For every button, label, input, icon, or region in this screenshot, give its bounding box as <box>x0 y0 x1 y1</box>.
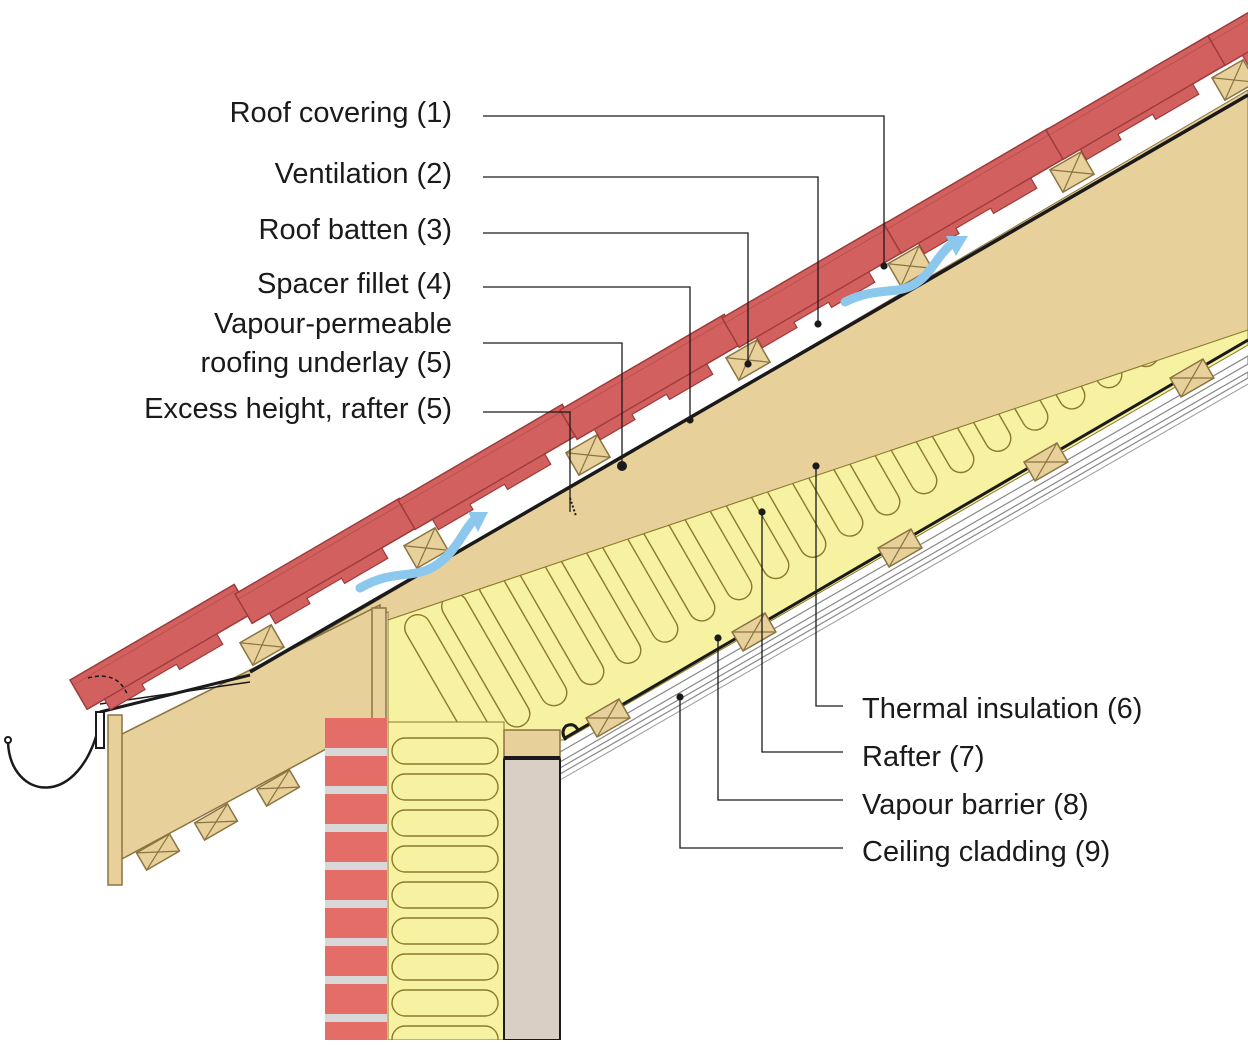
roof-tile <box>558 313 743 441</box>
insulation-loop <box>1070 330 1160 368</box>
label-underlay-line1: Vapour-permeable <box>214 308 452 340</box>
roof-batten-dot <box>744 360 752 368</box>
labels: Roof covering (1) Ventilation (2) Roof b… <box>144 97 1142 868</box>
gutter <box>4 675 129 789</box>
mortar-joint <box>325 862 387 870</box>
ventilation-arrows <box>355 236 968 593</box>
ceiling-batten <box>877 527 923 569</box>
inner-wall <box>503 729 561 1041</box>
wall-insulation-loop <box>391 737 499 765</box>
roof-batten <box>238 623 286 667</box>
mortar-joint <box>325 748 387 756</box>
vapour-barrier-dot <box>714 634 722 642</box>
roof-covering-dot <box>880 262 888 270</box>
mortar-joint <box>325 824 387 832</box>
label-ventilation: Ventilation (2) <box>275 158 452 190</box>
mortar-joint <box>325 786 387 794</box>
eave-batten <box>255 768 301 808</box>
roof-batten <box>564 433 612 477</box>
ceiling-batten <box>1169 357 1215 399</box>
roof-tile <box>1044 33 1229 161</box>
label-roof-covering: Roof covering (1) <box>230 97 452 129</box>
label-thermal-insulation: Thermal insulation (6) <box>862 693 1142 725</box>
mortar-joint <box>325 1014 387 1022</box>
eave-batten <box>135 832 181 872</box>
mortar-joint <box>325 900 387 908</box>
roof-batten <box>402 526 450 570</box>
wall-insulation-loop <box>391 989 499 1017</box>
roof-tile <box>396 403 581 531</box>
roof-tile <box>882 127 1067 255</box>
ceiling-batten <box>1023 441 1069 483</box>
ceiling-batten <box>585 697 631 739</box>
roof-batten <box>1210 58 1248 102</box>
label-underlay-line2: roofing underlay (5) <box>201 347 452 379</box>
mortar-joint <box>325 938 387 946</box>
roof-battens <box>238 58 1248 667</box>
underlay-dot <box>617 461 627 471</box>
ventilation-dot <box>814 320 822 328</box>
eave-batten <box>193 802 239 842</box>
spacer-fillet-dot <box>686 416 694 424</box>
wall-insulation-loop <box>391 809 499 837</box>
label-ceiling-cladding: Ceiling cladding (9) <box>862 836 1110 868</box>
rafter <box>107 89 1248 886</box>
wall-insulation-loop <box>391 881 499 909</box>
insulation-loop <box>1033 330 1123 389</box>
wall-insulation-loop <box>391 917 499 945</box>
ceiling-batten <box>731 611 777 653</box>
roof-tile <box>1206 0 1248 67</box>
wall-insulation-loop <box>391 1025 499 1040</box>
wall-insulation-loop <box>391 845 499 873</box>
leader-lines <box>483 115 888 849</box>
brick-wall <box>325 718 387 1040</box>
roof-tile <box>720 221 905 349</box>
label-spacer-fillet: Spacer fillet (4) <box>257 268 452 300</box>
roof-covering <box>68 0 1248 711</box>
thermal-insulation-dot <box>812 462 820 470</box>
roof-batten <box>886 244 934 288</box>
rafter-dot <box>758 508 766 516</box>
mortar-joint <box>325 976 387 984</box>
eave-battens <box>135 768 301 872</box>
insulation-loop <box>404 613 494 740</box>
label-rafter: Rafter (7) <box>862 741 984 773</box>
label-excess-height: Excess height, rafter (5) <box>144 393 452 425</box>
roof-batten <box>1048 150 1096 194</box>
wall-insulation-loop <box>391 953 499 981</box>
wall-insulation-loop <box>391 773 499 801</box>
ceiling-cladding-dot <box>676 693 684 701</box>
label-vapour-barrier: Vapour barrier (8) <box>862 789 1089 821</box>
label-roof-batten: Roof batten (3) <box>259 214 452 246</box>
roof-tile <box>68 583 253 711</box>
wall-insulation <box>387 721 505 1041</box>
